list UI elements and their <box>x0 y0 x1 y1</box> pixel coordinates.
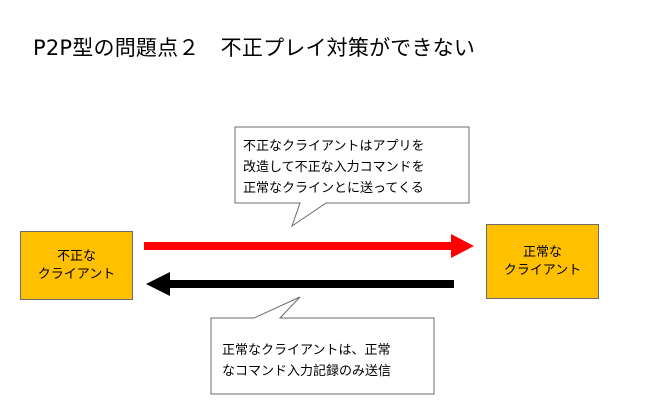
cheat-command-arrow <box>144 234 474 258</box>
callout-top-line1: 不正なクライアントはアプリを <box>243 139 425 154</box>
cheating-client-box: 不正な クライアント <box>20 231 133 300</box>
callout-bottom-text: 正常なクライアントは、正常 なコマンド入力記録のみ送信 <box>222 340 391 382</box>
cheating-client-label-line1: 不正な <box>56 248 96 264</box>
callout-top-line2: 改造して不正な入力コマンドを <box>243 160 425 175</box>
callout-bottom-line1: 正常なクライアントは、正常 <box>222 343 391 358</box>
callout-bottom-line2: なコマンド入力記録のみ送信 <box>222 364 392 379</box>
callout-top-line3: 正常なクラインとに送ってくる <box>243 181 424 196</box>
normal-record-arrow <box>146 272 454 296</box>
normal-client-label-line2: クライアント <box>503 262 582 278</box>
callout-top-balloon <box>234 126 470 228</box>
slide-title: P2P型の問題点２ 不正プレイ対策ができない <box>33 36 476 60</box>
callout-bottom-balloon <box>210 296 435 395</box>
cheating-client-label-line2: クライアント <box>37 266 116 282</box>
normal-client-label-line1: 正常な <box>522 244 562 260</box>
callout-top-text: 不正なクライアントはアプリを 改造して不正な入力コマンドを 正常なクラインとに送… <box>243 136 425 199</box>
normal-client-box: 正常な クライアント <box>486 224 599 299</box>
